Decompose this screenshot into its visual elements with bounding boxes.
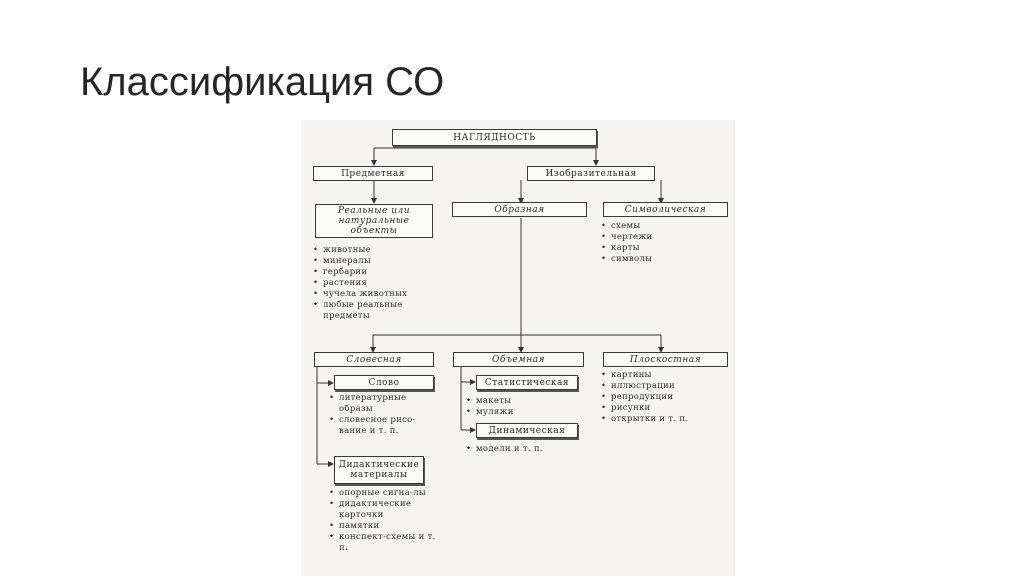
root-node: НАГЛЯДНОСТЬ [392, 129, 597, 146]
list-item: карты [601, 243, 721, 254]
realnye-node: Реальные или натуральные объекты [315, 204, 433, 238]
list-item: опорные сигна-лы [329, 488, 439, 499]
list-item: гербарии [313, 267, 438, 278]
list-item: открытки и т. п. [601, 414, 726, 425]
slovesnaya-node: Словесная [314, 352, 434, 367]
realnye-list: животные минералы гербарии растения чуче… [313, 245, 438, 322]
obemnaya-node: Объемная [453, 352, 584, 367]
page-title: Классификация СО [80, 60, 445, 104]
list-item: чертежи [601, 232, 721, 243]
ploskostnaya-node: Плоскостная [603, 352, 728, 367]
list-item: растения [313, 278, 438, 289]
obraznaya-node: Образная [452, 202, 587, 217]
list-item: картины [601, 370, 726, 381]
slovo-node: Слово [334, 375, 434, 390]
list-item: животные [313, 245, 438, 256]
classification-diagram: НАГЛЯДНОСТЬ Предметная Изобразительная Р… [301, 120, 735, 576]
dinamich-list: модели и т. п. [466, 444, 576, 455]
slovo-list: литературные образы словесное рисо-вание… [329, 393, 439, 437]
list-item: иллюстрации [601, 381, 726, 392]
plosk-list: картины иллюстрации репродукции рисунки … [601, 370, 726, 425]
list-item: репродукции [601, 392, 726, 403]
list-item: дидактические карточки [329, 499, 439, 521]
connector-lines [316, 147, 664, 467]
simvolicheskaya-node: Символическая [603, 202, 728, 217]
list-item: чучела животных [313, 289, 438, 300]
list-item: литературные образы [329, 393, 439, 415]
list-item: любые реальные предметы [313, 300, 438, 322]
didakt-list: опорные сигна-лы дидактические карточки … [329, 488, 439, 554]
statich-node: Статистическая [476, 375, 578, 390]
didakt-node: Дидактические материалы [334, 456, 424, 484]
list-item: памятки [329, 521, 439, 532]
list-item: рисунки [601, 403, 726, 414]
predmetnaya-node: Предметная [313, 166, 433, 181]
list-item: модели и т. п. [466, 444, 576, 455]
list-item: минералы [313, 256, 438, 267]
dinamich-node: Динамическая [476, 423, 578, 438]
list-item: макеты [466, 396, 566, 407]
list-item: символы [601, 254, 721, 265]
izobrazitelnaya-node: Изобразительная [527, 166, 655, 181]
list-item: словесное рисо-вание и т. п. [329, 415, 439, 437]
simvol-list: схемы чертежи карты символы [601, 221, 721, 265]
list-item: схемы [601, 221, 721, 232]
statich-list: макеты муляжи [466, 396, 566, 418]
list-item: конспект-схемы и т. п. [329, 532, 439, 554]
list-item: муляжи [466, 407, 566, 418]
